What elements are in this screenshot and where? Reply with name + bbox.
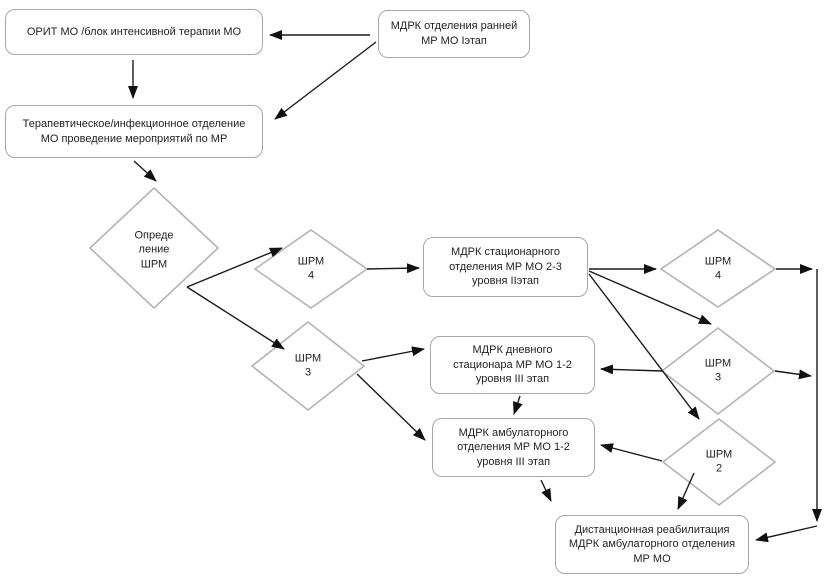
decision-shrm3-left-label: ШРМ 3	[294, 352, 322, 379]
decision-shrm2-label: ШРМ 2	[705, 448, 733, 475]
arrow-day-to-outpatient	[513, 395, 523, 415]
arrow-shrm3-left-to-day	[361, 346, 425, 362]
node-mdrk-early-rehab: МДРК отделения ранней МР МО Iэтап	[378, 10, 530, 58]
node-therapy-infection-dept: Терапевтическое/инфекционное отделение М…	[5, 105, 263, 158]
arrow-decision-to-shrm4-left	[186, 247, 283, 288]
node-mdrk-stationary-dept: МДРК стационарного отделения МР МО 2-3 у…	[423, 237, 588, 297]
arrow-shrm4-left-to-stationary	[366, 263, 420, 274]
node-label: ОРИТ МО /блок интенсивной терапии МО	[26, 25, 242, 38]
arrow-shrm2-to-outpatient	[600, 443, 663, 462]
arrow-stationary-to-shrm3-right	[588, 270, 712, 325]
node-remote-rehabilitation: Дистанционная реабилитация МДРК амбулато…	[555, 515, 749, 574]
node-label: Дистанционная реабилитация МДРК амбулато…	[568, 523, 736, 565]
decision-shrm4-left-label: ШРМ 4	[297, 255, 325, 282]
node-label: МДРК амбулаторного отделения МР МО 1-2 у…	[457, 426, 570, 468]
arrow-shrm3-right-to-day	[600, 364, 663, 375]
arrow-shrm2-to-remote	[677, 472, 695, 510]
decision-shrm-assessment-label: Опреде ление ШРМ	[134, 229, 174, 271]
arrow-collector-to-remote	[755, 525, 818, 543]
node-label: Терапевтическое/инфекционное отделение М…	[22, 117, 246, 145]
node-mdrk-day-hospital: МДРК дневного стационара МР МО 1-2 уровн…	[430, 336, 595, 394]
node-mdrk-outpatient-dept: МДРК амбулаторного отделения МР МО 1-2 у…	[432, 418, 595, 477]
arrow-decision-to-shrm3-left	[186, 286, 285, 350]
decision-shrm3-right-label: ШРМ 3	[704, 357, 732, 384]
node-orit: ОРИТ МО /блок интенсивной терапии МО	[5, 9, 263, 55]
node-label: МДРК отделения ранней МР МО Iэтап	[390, 20, 518, 47]
arrow-stationary-to-shrm2	[588, 273, 700, 420]
node-label: МДРК дневного стационара МР МО 1-2 уровн…	[453, 344, 572, 386]
arrow-early-to-therapy	[274, 41, 377, 120]
node-label: МДРК стационарного отделения МР МО 2-3 у…	[449, 246, 562, 288]
arrow-therapy-to-decision	[133, 160, 157, 182]
decision-shrm4-right-label: ШРМ 4	[704, 255, 732, 282]
arrow-shrm3-right-to-collector	[774, 369, 812, 380]
arrow-shrm3-left-to-outpatient	[356, 373, 426, 441]
arrow-outpatient-to-remote	[540, 479, 552, 502]
